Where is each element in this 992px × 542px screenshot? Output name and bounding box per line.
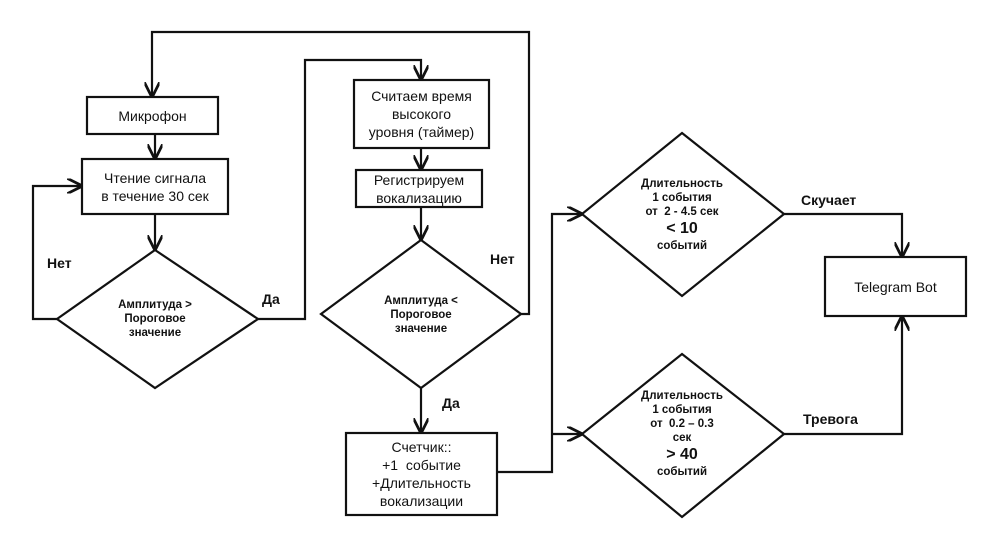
bored-line-2: 1 события [652, 192, 712, 204]
label-yes-left: Да [262, 291, 280, 307]
bored-text: Длительность 1 события от 2 - 4.5 сек < … [617, 170, 747, 260]
read-signal-box: Чтение сигнала в течение 30 сек [82, 159, 228, 214]
alarm-line-3: от 0.2 – 0.3 [650, 418, 714, 430]
arrow-no-to-mic [152, 30, 531, 316]
register-box: Регистрируем вокализацию [356, 170, 482, 207]
bored-line-3: от 2 - 4.5 сек [645, 206, 719, 218]
read-signal-line-2: в течение 30 сек [101, 187, 209, 204]
alarm-diamond [580, 352, 786, 519]
bored-count: < 10 [666, 220, 698, 237]
alarm-unit: событий [656, 466, 708, 478]
label-no-right: Нет [490, 251, 515, 267]
amp-gt-line-1: Амплитуда > [118, 299, 192, 311]
counter-box: Счетчик:: +1 событие +Длительность вокал… [346, 433, 497, 515]
bored-unit: событий [656, 240, 708, 252]
alarm-line-1: Длительность [641, 390, 723, 402]
amp-lt-line-3: значение [394, 323, 448, 335]
amp-lt-line-2: Пороговое [390, 309, 452, 321]
timer-line-3: уровня (таймер) [368, 124, 475, 140]
label-no-left: Нет [47, 255, 72, 271]
alarm-text: Длительность 1 события от 0.2 – 0.3 сек … [617, 384, 747, 484]
label-bored: Скучает [801, 192, 857, 208]
counter-line-1: Счетчик:: [391, 439, 452, 455]
amp-gt-text: Амплитуда > Пороговое значение [95, 296, 215, 342]
alarm-count: > 40 [666, 446, 698, 463]
timer-box: Считаем время высокого уровня (таймер) [354, 80, 489, 148]
alarm-line-4: сек [672, 432, 692, 444]
amp-lt-text: Амплитуда < Пороговое значение [361, 292, 481, 338]
register-line-2: вокализацию [376, 189, 462, 206]
counter-line-3: +Длительность [372, 475, 471, 491]
amp-lt-line-1: Амплитуда < [384, 295, 458, 307]
counter-line-4: вокализации [379, 493, 464, 509]
bored-diamond [580, 131, 786, 298]
amp-gt-diamond [55, 248, 260, 390]
arrow-alarm-to-telegram [784, 317, 902, 436]
amp-gt-line-2: Пороговое [124, 313, 186, 325]
arrow-counter-to-bored [497, 214, 581, 474]
read-signal-line-1: Чтение сигнала [104, 169, 206, 186]
register-line-1: Регистрируем [373, 171, 465, 188]
timer-line-2: высокого [391, 106, 452, 122]
label-yes-down: Да [442, 395, 460, 411]
amp-gt-line-3: значение [128, 327, 182, 339]
bored-line-1: Длительность [641, 178, 723, 190]
arrow-bored-to-telegram [784, 212, 902, 256]
counter-line-2: +1 событие [382, 457, 461, 473]
arrow-yes-to-timer [258, 58, 421, 321]
arrow-no-loop-left [31, 186, 81, 321]
telegram-label: Telegram Bot [854, 278, 937, 295]
microphone-label: Микрофон [118, 107, 187, 124]
timer-line-1: Считаем время [371, 88, 472, 104]
label-alarm: Тревога [803, 411, 858, 427]
alarm-line-2: 1 события [652, 404, 712, 416]
telegram-box: Telegram Bot [825, 257, 966, 316]
microphone-box: Микрофон [87, 97, 218, 134]
